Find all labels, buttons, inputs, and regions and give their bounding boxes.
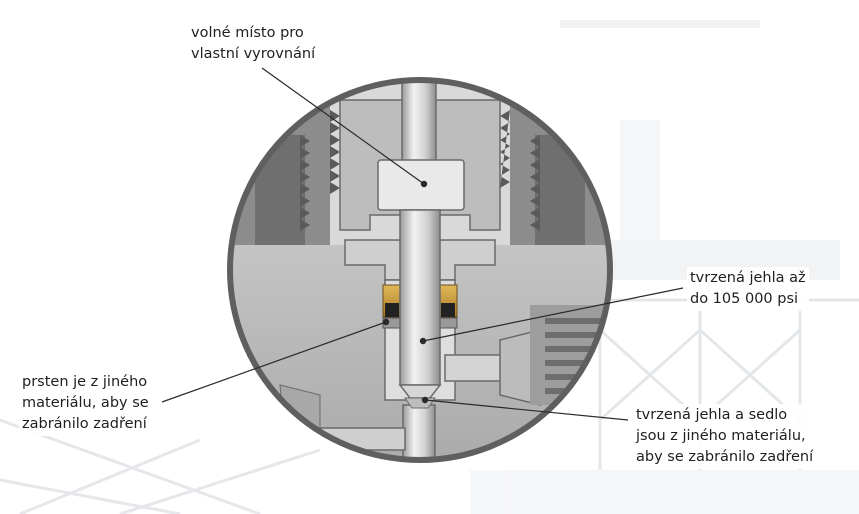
callout-line: aby se zabránilo zadření [636, 449, 814, 465]
callout-line: zabránilo zadření [22, 416, 147, 432]
callout-line: volné místo pro [191, 25, 304, 41]
callout-line: tvrzená jehla a sedlo [636, 407, 788, 423]
callout-ring: prsten je z jiného materiálu, aby se zab… [19, 371, 152, 436]
callout-free-space: volné místo pro vlastní vyrovnání [188, 22, 319, 66]
callout-line: vlastní vyrovnání [191, 46, 316, 62]
callout-needle-and-seat: tvrzená jehla a sedlo jsou z jiného mate… [633, 404, 817, 469]
background-structure [0, 20, 859, 514]
callout-line: materiálu, aby se [22, 395, 149, 411]
callout-line: prsten je z jiného [22, 374, 148, 390]
callout-line: tvrzená jehla až [690, 270, 806, 286]
callout-hardened-needle: tvrzená jehla až do 105 000 psi [687, 267, 809, 311]
cutaway-circle [230, 80, 610, 460]
leader-lines [161, 67, 684, 421]
callout-line: do 105 000 psi [690, 291, 799, 307]
cutaway-rim [227, 77, 613, 463]
callout-line: jsou z jiného materiálu, [636, 428, 806, 444]
